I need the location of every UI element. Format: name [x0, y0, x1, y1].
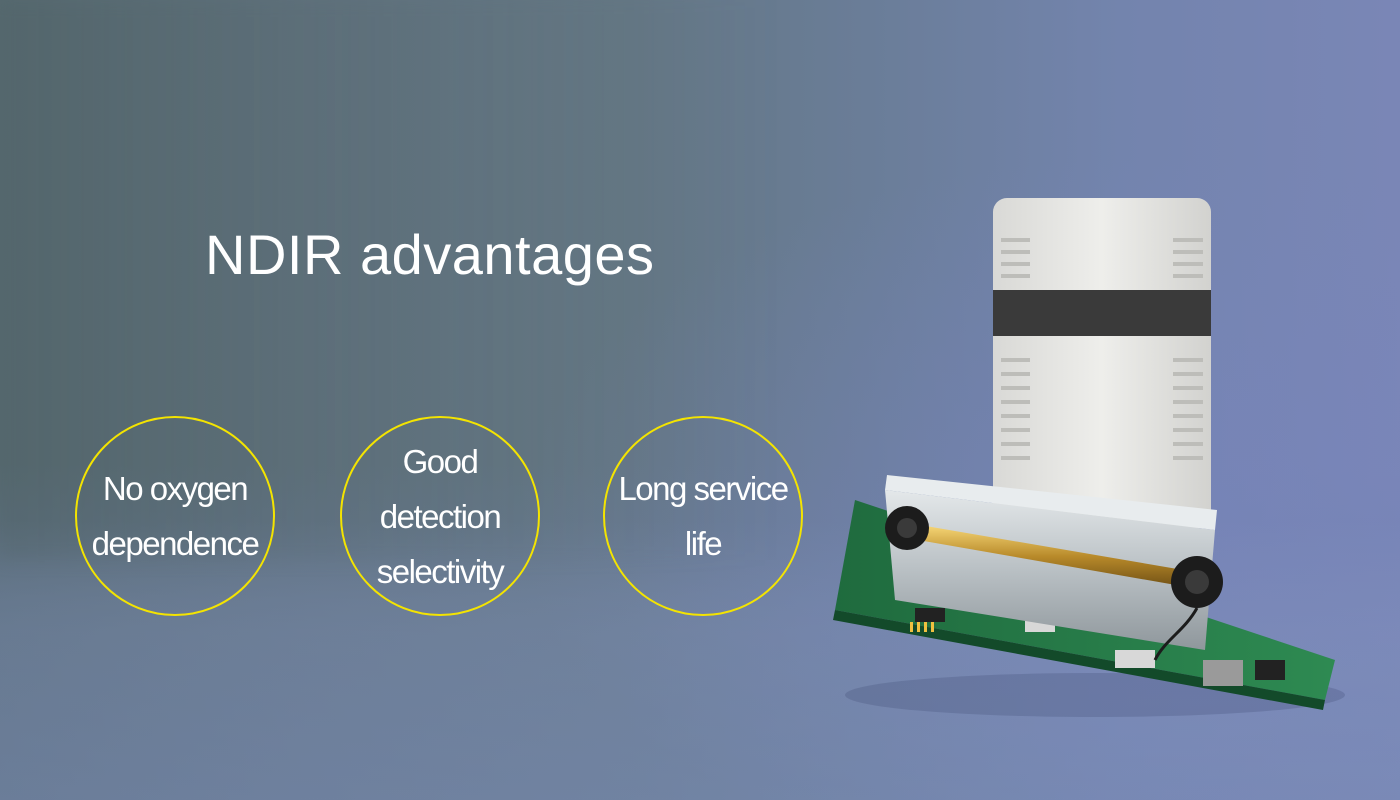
feature-badge-service-life: Long service life — [603, 416, 803, 616]
feature-badge-label: No oxygen dependence — [91, 470, 260, 562]
page-title: NDIR advantages — [205, 223, 655, 286]
feature-badge-no-oxygen: No oxygen dependence — [75, 416, 275, 616]
sensor-product-image — [833, 198, 1345, 717]
feature-badge-label: Good detection selectivity — [376, 442, 505, 590]
feature-badge-selectivity: Good detection selectivity — [340, 416, 540, 616]
feature-badge-label: Long service life — [618, 470, 789, 562]
